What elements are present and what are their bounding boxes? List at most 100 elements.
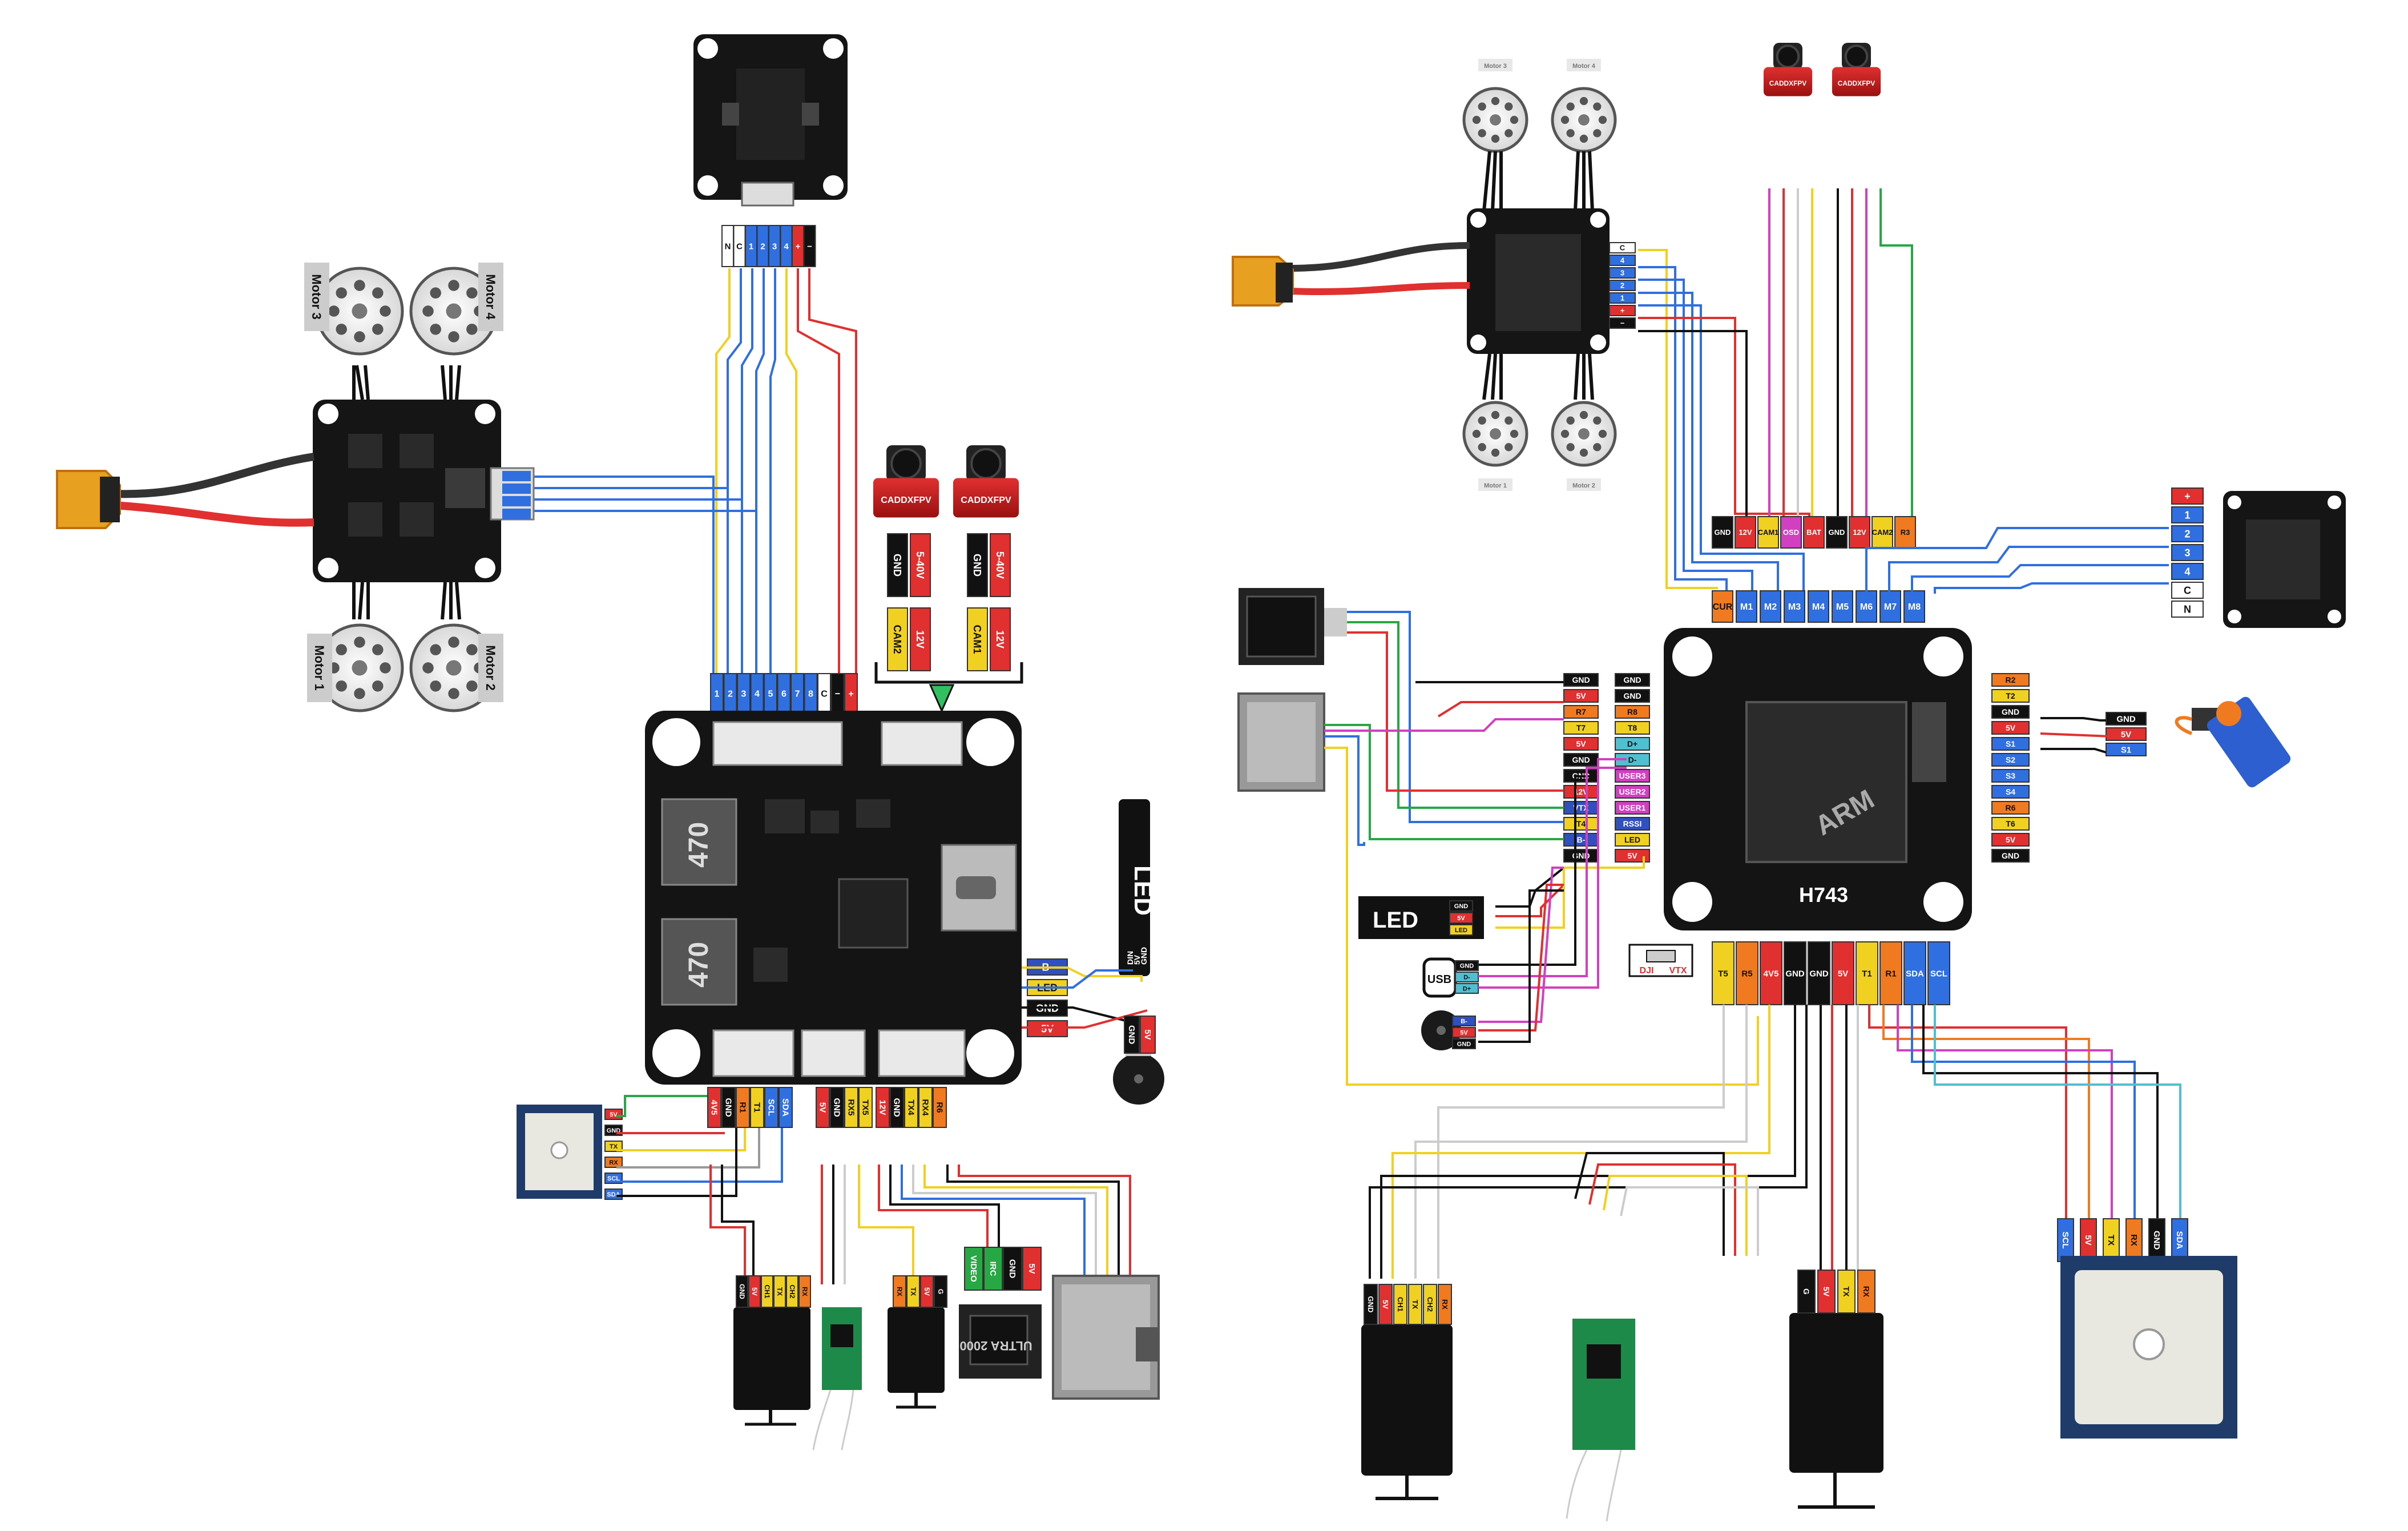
left-camera-arrow [929, 684, 955, 713]
leftPads2-pad-0-box [816, 1087, 830, 1128]
left-motor-3-hole-4 [328, 305, 340, 317]
rightBottomRow-pad-1: R5 [1736, 941, 1758, 1005]
right-motor-1-hole-0 [1510, 429, 1519, 438]
rightBuzzerPins-pad-0: B- [1452, 1016, 1476, 1026]
left-camera-0: CADDXFPV [873, 445, 939, 518]
rightServoCol-pad-9-label: T6 [2006, 819, 2015, 828]
rightEscPads-pad-0-box [1609, 242, 1636, 253]
rightEsc2Pads-pad-2-label: 2 [2184, 528, 2190, 539]
rightServoCol-pad-5-box [1991, 753, 2030, 767]
left-camera-0-pin-0-label: 5-40V [914, 551, 926, 579]
rightColA-pad-4-label: 5V [1576, 739, 1586, 748]
rightServoCol-pad-1: T2 [1991, 689, 2030, 703]
rightRxLeftPins-pad-5: RX [1438, 1284, 1452, 1325]
rightEscPads-pad-6: − [1609, 317, 1636, 329]
rightColA-pad-5: GND [1563, 753, 1599, 767]
left-cameras: CADDXFPV5-40VGNDGNDCAM212VCADDXFPV5-40VG… [873, 445, 1019, 671]
right-motor-4-tag: Motor 4 [1567, 59, 1601, 71]
left-led-label: LED [1129, 865, 1157, 916]
left-camera-0-pin-1: GND [887, 533, 908, 597]
rightEsc2Pads-pad-6-box [2171, 601, 2204, 618]
rightEscPads-pad-3-label: 2 [1620, 281, 1624, 290]
rightServoCol-pad-8-label: R6 [2006, 803, 2016, 812]
rightMotorRow-pad-1-label: M1 [1740, 602, 1753, 612]
rightServoCol-pad-7-box [1991, 785, 2030, 799]
right-motor-2: Motor 2 [1551, 401, 1617, 491]
left-fc-pin-9: − [830, 673, 845, 714]
rightBottomRow-pad-0-box [1712, 941, 1735, 1005]
rightMotorRow-pad-1: M1 [1736, 590, 1757, 623]
right-motor-1-tag: Motor 1 [1478, 478, 1512, 491]
rightColB-pad-9: RSSI [1615, 817, 1650, 831]
left-motor-4-tag-bg [478, 263, 503, 331]
rightColA-pad-2-box [1563, 705, 1599, 719]
left-fc-pin-5: 6 [777, 673, 791, 714]
right-motor-3-hole-5 [1478, 102, 1486, 111]
leftPads1-pad-0-label: 4V5 [709, 1100, 719, 1115]
rightRxLeftPins-pad-1: 5V [1378, 1284, 1393, 1325]
rightBottomRow-pad-7-label: R1 [1885, 969, 1896, 978]
right-motor-2-hole-4 [1560, 429, 1570, 438]
right-buzzer [1421, 1010, 1461, 1050]
left-motor-3-label: Motor 3 [309, 274, 324, 319]
rightLedPins-pad-0-label: GND [1454, 903, 1469, 910]
right-motor-4: Motor 4 [1551, 59, 1617, 153]
rightGpsPins-pad-0-label: SCL [2060, 1232, 2070, 1249]
rightEsc2Pads-pad-0-label: + [2184, 490, 2191, 502]
rightColA-pad-11: GND [1563, 849, 1599, 863]
right-camera-0-body [1764, 67, 1812, 96]
rightLedPins-pad-0-box [1449, 900, 1473, 912]
left-buzzer-pin-0-box [1124, 1016, 1140, 1054]
rightEsc2Pads-pad-1: 1 [2171, 506, 2204, 523]
right-motor-3-hole-4 [1472, 115, 1481, 124]
leftPads3-pad-3-label: RX4 [920, 1099, 930, 1116]
left-esc-pin-7-box [803, 225, 816, 267]
rightServoCol-pad-4: S1 [1991, 737, 2030, 751]
leftVtxPins-pad-2: GND [1003, 1247, 1022, 1291]
rightServoCol-pad-6-box [1991, 769, 2030, 783]
left-camera-0-pin-3-box [887, 607, 908, 671]
rightGpsPins-pad-3: RX [2125, 1218, 2143, 1262]
rightRxLeftPins-pad-0: GND [1364, 1284, 1378, 1325]
rightBuzzerPins-pad-1: 5V [1452, 1027, 1476, 1038]
rightColA-pad-9-label: T4 [1576, 819, 1586, 828]
right-gps [2060, 1256, 2237, 1439]
right-motor-1-hole-5 [1478, 416, 1486, 425]
rightServoCol-pad-2: GND [1991, 705, 2030, 719]
rightColA-pad-7-label: 12V [1574, 787, 1589, 796]
rightBottomRow-pad-8-box [1903, 941, 1926, 1005]
right-vtx [1239, 588, 1347, 665]
rightServoCol-pad-6-label: S3 [2006, 771, 2015, 780]
rightColB-pad-2-label: R8 [1627, 707, 1637, 716]
rightColB-pad-1-box [1615, 689, 1650, 703]
right-camera-1-lens [1844, 45, 1869, 69]
left-led-pin-2: GND [1139, 947, 1148, 965]
rightRxLeftPins-pad-2-box [1393, 1284, 1407, 1325]
left-xt60 [56, 453, 315, 529]
leftPads3-pad-4-label: R6 [934, 1102, 944, 1113]
rightRxLeftPins-pad-2: CH1 [1393, 1284, 1407, 1325]
rightMotorRow-pad-7-label: M7 [1884, 602, 1897, 612]
rightLedPins-pad-2-label: LED [1455, 927, 1467, 934]
rightBottomRow-pad-3: GND [1784, 941, 1806, 1005]
right-bottom-wires [1369, 1005, 2181, 1279]
left-motor-3-shaft [352, 303, 368, 319]
leftRx3Pins-pad-0-label: RX [896, 1287, 903, 1296]
rightGpsPins-pad-5: SDA [2171, 1218, 2188, 1262]
leftVtxPins-pad-3: 5V [1022, 1247, 1042, 1291]
rightTopRow-pad-5-box [1826, 516, 1848, 549]
right-motor-2-hole-2 [1579, 448, 1588, 457]
leftRx3Pins-pad-2-label: 5V [923, 1287, 931, 1296]
left-fc-pin-3-label: 4 [755, 690, 760, 699]
rightRxRightPins-pad-0-label: G [1802, 1288, 1811, 1295]
left-esc-pin-1: C [733, 225, 746, 267]
rightGpsPins-pad-1-label: 5V [2083, 1235, 2093, 1245]
rightServoCol-pad-11-box [1991, 849, 2030, 863]
right-periph-wires [1478, 758, 1645, 1043]
leftRx1Pins-pad-4-label: CH2 [788, 1284, 796, 1298]
left-esc-pin-2-label: 1 [749, 241, 753, 251]
rightGpsPins-pad-3-label: RX [2129, 1234, 2139, 1246]
